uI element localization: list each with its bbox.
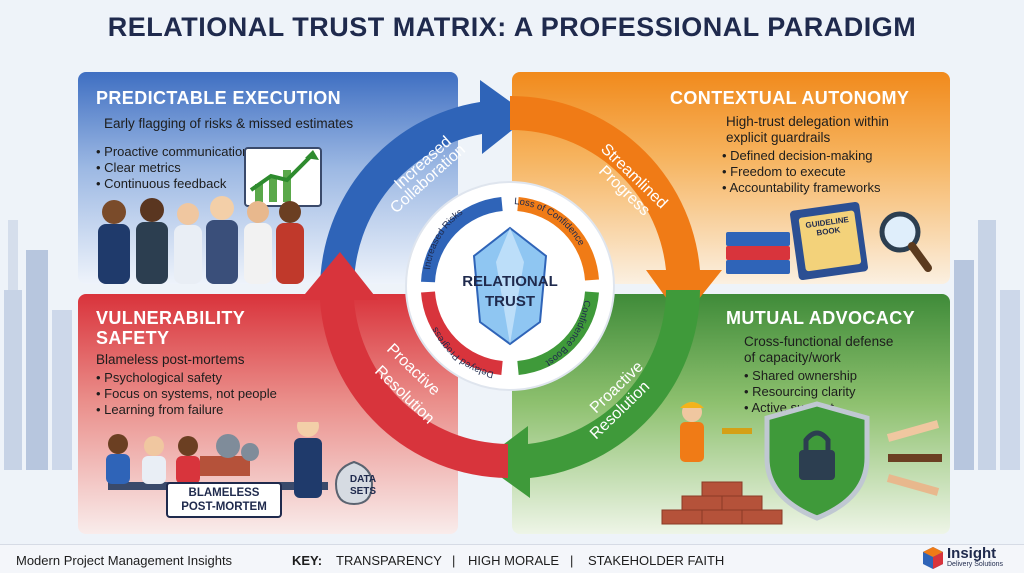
growth-chart-icon: [244, 147, 322, 207]
footer-key-item: TRANSPARENCY: [336, 553, 442, 568]
city-skyline-right: [954, 220, 1020, 470]
cycle-arrow-green: [480, 290, 700, 498]
quadrant-subheading-line2: explicit guardrails: [726, 130, 831, 145]
team-people-illustration: [98, 196, 304, 284]
list-item: Continuous feedback: [96, 176, 249, 192]
list-item: Freedom to execute: [722, 164, 880, 180]
list-item: Defined decision-making: [722, 148, 880, 164]
quadrant-list: Proactive communication Clear metrics Co…: [96, 144, 249, 192]
center-label-line2: TRUST: [485, 293, 535, 310]
footer-separator: |: [570, 553, 574, 568]
guideline-books-illustration: [726, 201, 932, 281]
blameless-sign: BLAMELESS POST-MORTEM: [166, 482, 282, 518]
list-item: Proactive communication: [96, 144, 249, 160]
quadrant-heading-line1: VULNERABILITY: [96, 308, 246, 328]
footer-left-text: Modern Project Management Insights: [16, 553, 233, 568]
quadrant-list: Psychological safety Focus on systems, n…: [96, 370, 277, 418]
sign-line1: BLAMELESS: [188, 487, 260, 499]
list-item: Shared ownership: [744, 368, 857, 384]
advocacy-shield-illustration: [661, 401, 942, 525]
list-item: Clear metrics: [96, 160, 249, 176]
cycle-arrow-orange: [510, 95, 722, 320]
cycle-arrow-blue: [319, 80, 530, 290]
city-skyline-left: [4, 220, 72, 470]
data-sets-bag-label: DATA SETS: [340, 474, 386, 498]
center-label-line1: RELATIONAL: [462, 273, 558, 290]
cycle-arrow-red: [300, 252, 508, 478]
list-item: Resourcing clarity: [744, 384, 857, 400]
bag-line1: DATA: [349, 474, 377, 485]
quadrant-predictable-execution: PREDICTABLE EXECUTION Early flagging of …: [78, 72, 458, 284]
bag-line2: SETS: [349, 486, 377, 497]
quadrant-heading: PREDICTABLE EXECUTION: [96, 88, 342, 108]
quadrant-list: Defined decision-making Freedom to execu…: [722, 148, 880, 196]
footer-key-item: STAKEHOLDER FAITH: [588, 553, 725, 568]
inner-arrow-orange: [517, 197, 599, 281]
list-item: Accountability frameworks: [722, 180, 880, 196]
quadrant-heading-line2: SAFETY: [96, 328, 170, 348]
inner-arrow-red: [421, 291, 503, 375]
page-title: RELATIONAL TRUST MATRIX: A PROFESSIONAL …: [107, 12, 917, 42]
footer-separator: |: [452, 553, 456, 568]
logo-subtitle: Delivery Solutions: [947, 561, 1004, 568]
footer-key-item: HIGH MORALE: [468, 553, 560, 568]
inner-arrow-blue: [421, 197, 503, 283]
quadrant-subheading-line1: Cross-functional defense: [744, 334, 894, 349]
quadrant-subheading-line2: of capacity/work: [744, 350, 841, 365]
sign-line2: POST-MORTEM: [181, 501, 267, 513]
list-item: Learning from failure: [96, 402, 277, 418]
list-item: Psychological safety: [96, 370, 277, 386]
quadrant-subheading: Early flagging of risks & missed estimat…: [104, 116, 354, 131]
quadrant-subheading: Blameless post-mortems: [96, 352, 245, 367]
quadrant-heading: CONTEXTUAL AUTONOMY: [670, 88, 910, 108]
logo-word: Insight: [947, 545, 997, 562]
footer-bar: Modern Project Management Insights KEY: …: [0, 544, 1024, 573]
quadrant-heading: MUTUAL ADVOCACY: [726, 308, 915, 328]
list-item: Focus on systems, not people: [96, 386, 277, 402]
insight-logo-icon: [923, 547, 943, 569]
quadrant-subheading-line1: High-trust delegation within: [726, 114, 889, 129]
inner-arrow-green: [517, 291, 599, 375]
footer-key-label: KEY:: [292, 553, 323, 568]
